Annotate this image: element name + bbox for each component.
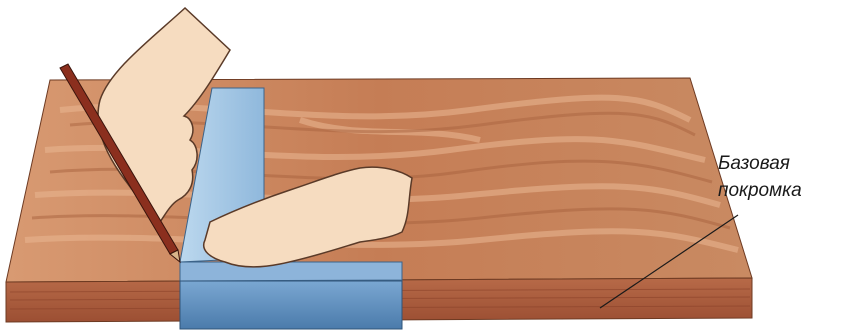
square-stock-front — [180, 281, 402, 329]
base-edge-callout-label: Базовая покромка — [718, 150, 858, 204]
callout-line-1: Базовая — [718, 150, 858, 177]
square-stock-top — [180, 262, 402, 281]
callout-line-2: покромка — [718, 177, 858, 204]
